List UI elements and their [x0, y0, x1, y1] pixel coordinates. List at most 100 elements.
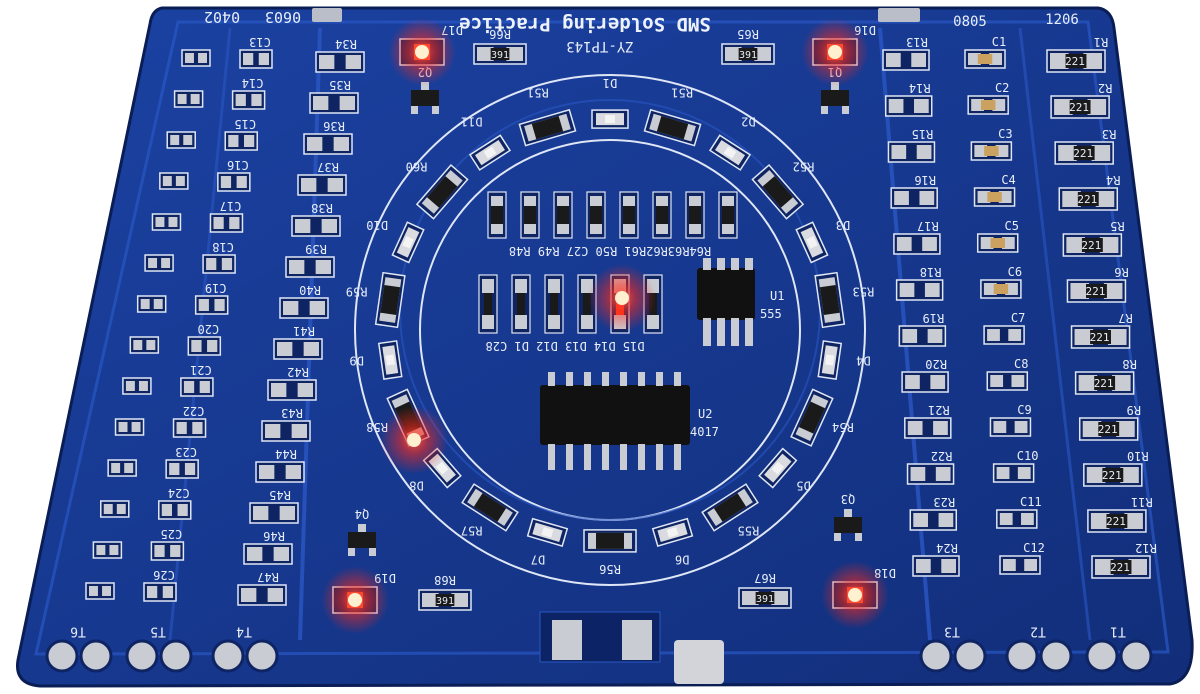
u2-part: 4017 — [690, 425, 719, 439]
corner-resistor-label: R66 — [489, 27, 511, 41]
test-point-pad — [1005, 639, 1039, 673]
ic-pin — [584, 444, 591, 470]
resistor-1206-pad — [1054, 141, 1114, 165]
ic-pin — [656, 444, 663, 470]
ic-pin — [548, 444, 555, 470]
center-resistor — [685, 191, 705, 239]
resistor-code: 221 — [1065, 55, 1085, 68]
ring-resistor — [518, 108, 577, 147]
corner-resistor — [738, 587, 792, 609]
cap-0805-pad — [980, 279, 1022, 299]
resistor-1206-pad — [1083, 463, 1143, 487]
cap-label: C15 — [234, 117, 256, 131]
ring-led — [651, 517, 694, 547]
resistor-label: R9 — [1127, 403, 1141, 417]
top-connector-left — [312, 8, 342, 22]
cap-label: C19 — [205, 281, 227, 295]
corner-resistor-label: R65 — [737, 27, 759, 41]
test-point-pad — [159, 639, 193, 673]
cap-0805-pad — [964, 49, 1006, 69]
resistor-code: 221 — [1110, 561, 1130, 574]
resistor-code: 221 — [1077, 193, 1097, 206]
resistor-label: R34 — [335, 37, 357, 51]
u1-label: U1 — [770, 289, 784, 303]
cap-0805-pad — [992, 463, 1035, 483]
center-diode — [577, 274, 597, 334]
ring-led-label: D7 — [531, 552, 545, 566]
cap-label: C21 — [190, 363, 212, 377]
transistor — [348, 524, 376, 556]
cap-label: C3 — [998, 127, 1012, 141]
ic-pin — [656, 372, 663, 386]
resistor-label: R36 — [323, 119, 345, 133]
resistor-label: R7 — [1118, 311, 1132, 325]
ring-led — [591, 109, 629, 129]
cap-0805-pad — [983, 325, 1025, 345]
ring-resistor — [701, 483, 759, 532]
resistor-pad — [906, 463, 955, 485]
resistor-label: R21 — [928, 403, 950, 417]
cap-label: C10 — [1017, 449, 1039, 463]
led-hotspot — [415, 45, 429, 59]
ring-resistor — [790, 388, 834, 447]
corner-resistor — [721, 43, 775, 65]
resistor-label: R20 — [925, 357, 947, 371]
cap-0402-pad — [92, 541, 123, 559]
resistor-pad — [261, 420, 311, 442]
test-point-label: T6 — [70, 623, 86, 638]
ring-components: D1R51D2R52D3R53D4R54D5R55D6R56D7R57D8R58… — [346, 76, 874, 576]
resistor-label: R23 — [933, 495, 955, 509]
cap-label: C12 — [1023, 541, 1045, 555]
ic-pin — [674, 444, 681, 470]
resistor-1206-pad — [1066, 279, 1127, 303]
ring-led — [708, 134, 752, 171]
ring-resistor-label: R57 — [461, 524, 483, 538]
ring-resistor-label: R52 — [793, 160, 815, 174]
size-label-1206: 1206 — [1045, 12, 1079, 28]
resistor-label: R4 — [1106, 173, 1120, 187]
ring-led — [391, 221, 425, 264]
test-point-pad — [1039, 639, 1073, 673]
resistor-label: R8 — [1122, 357, 1136, 371]
resistor-code: 221 — [1098, 423, 1118, 436]
ring-resistor-label: R51 — [671, 86, 693, 100]
resistor-1206-pad — [1058, 187, 1119, 211]
cap-label: C22 — [183, 404, 205, 418]
resistor-label: R16 — [914, 173, 936, 187]
ring-resistor-label: R55 — [738, 524, 760, 538]
cap-label: C20 — [197, 322, 219, 336]
ring-led — [817, 340, 843, 380]
ring-resistor — [374, 271, 406, 329]
cap-0402-pad — [144, 254, 174, 272]
corner-resistor-label: R67 — [754, 571, 776, 585]
resistor-label: R24 — [936, 541, 958, 555]
resistor-1206-pad — [1046, 49, 1106, 73]
size-label-0402: 0402 — [204, 8, 240, 26]
cap-0402-pad — [114, 418, 145, 436]
cap-label: C7 — [1011, 311, 1025, 325]
power-pad-left — [552, 620, 582, 660]
cap-label: C5 — [1005, 219, 1019, 233]
resistor-label: R14 — [909, 81, 931, 95]
resistor-pad — [882, 49, 930, 71]
resistor-label: R5 — [1110, 219, 1124, 233]
cap-0603-pad — [239, 49, 273, 69]
resistor-pad — [898, 325, 947, 347]
resistor-code: 391 — [756, 594, 774, 605]
ring-led-label: D3 — [836, 218, 850, 232]
cap-0402-pad — [136, 295, 167, 313]
cap-0402-pad — [129, 336, 160, 354]
resistor-label: R15 — [912, 127, 934, 141]
cap-0603-pad — [231, 90, 266, 110]
cap-label: C11 — [1020, 495, 1042, 509]
cap-label: C24 — [168, 486, 190, 500]
ring-resistor — [643, 108, 702, 147]
resistor-pad — [912, 555, 960, 577]
ring-led-label: D4 — [856, 354, 870, 368]
resistor-label: R1 — [1094, 35, 1108, 49]
cap-label: C17 — [220, 199, 242, 213]
resistor-pad — [303, 133, 353, 155]
ring-resistor-label: R56 — [599, 562, 621, 576]
center-diode — [511, 274, 531, 334]
test-point-pad — [953, 639, 987, 673]
